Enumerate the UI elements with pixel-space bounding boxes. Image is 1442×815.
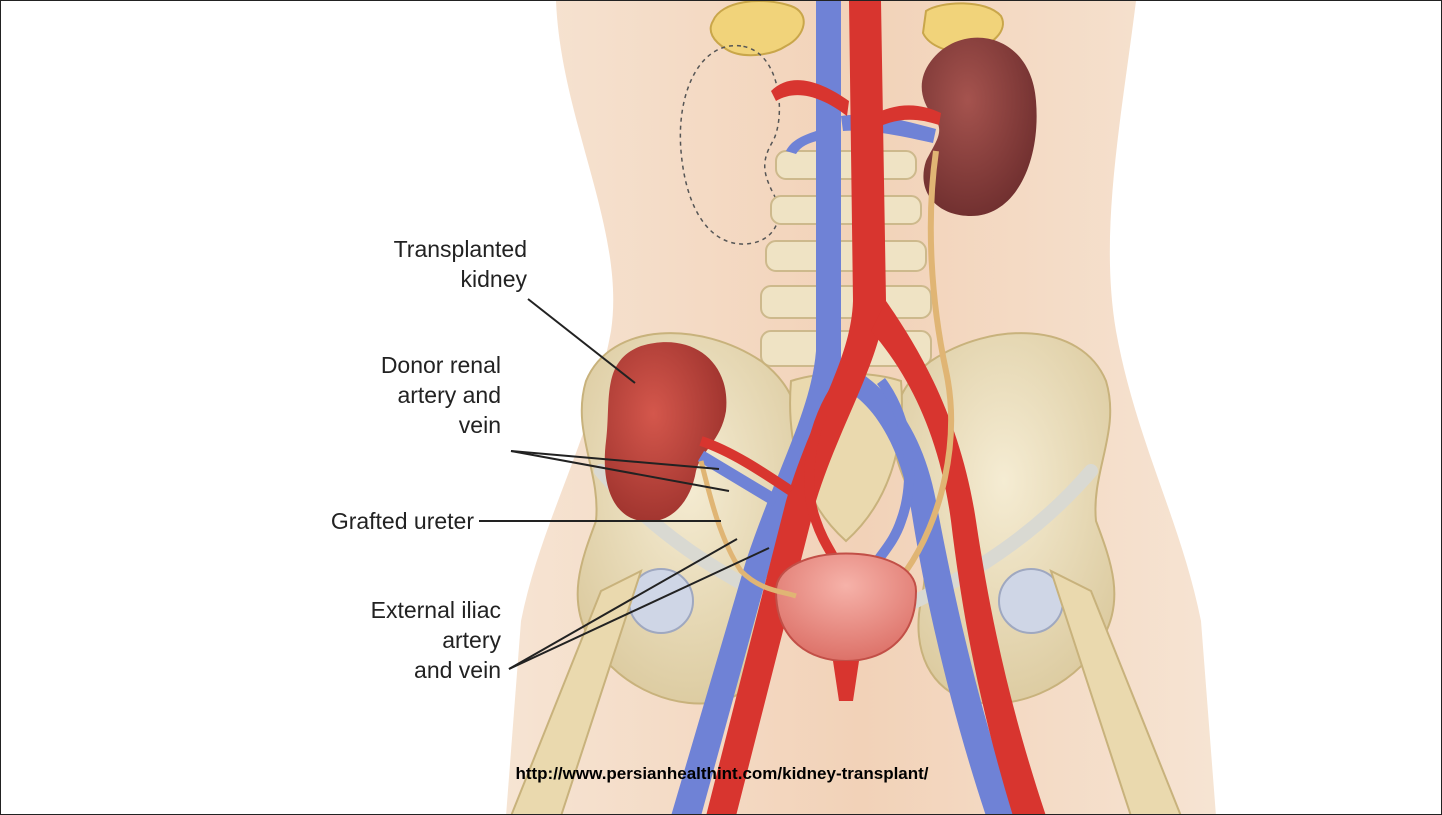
bladder bbox=[776, 554, 916, 662]
label-transplanted-kidney: Transplanted kidney bbox=[301, 234, 527, 294]
label-line: artery bbox=[251, 625, 501, 655]
label-line: and vein bbox=[251, 655, 501, 685]
label-line: kidney bbox=[301, 264, 527, 294]
label-line: vein bbox=[301, 410, 501, 440]
label-line: Transplanted bbox=[301, 234, 527, 264]
label-line: Donor renal bbox=[301, 350, 501, 380]
label-grafted-ureter: Grafted ureter bbox=[251, 506, 474, 536]
label-external-iliac: External iliac artery and vein bbox=[251, 595, 501, 685]
label-line: artery and bbox=[301, 380, 501, 410]
source-url: http://www.persianhealthint.com/kidney-t… bbox=[1, 764, 1442, 784]
label-line: External iliac bbox=[251, 595, 501, 625]
label-line: Grafted ureter bbox=[251, 506, 474, 536]
label-donor-renal-artery-vein: Donor renal artery and vein bbox=[301, 350, 501, 440]
